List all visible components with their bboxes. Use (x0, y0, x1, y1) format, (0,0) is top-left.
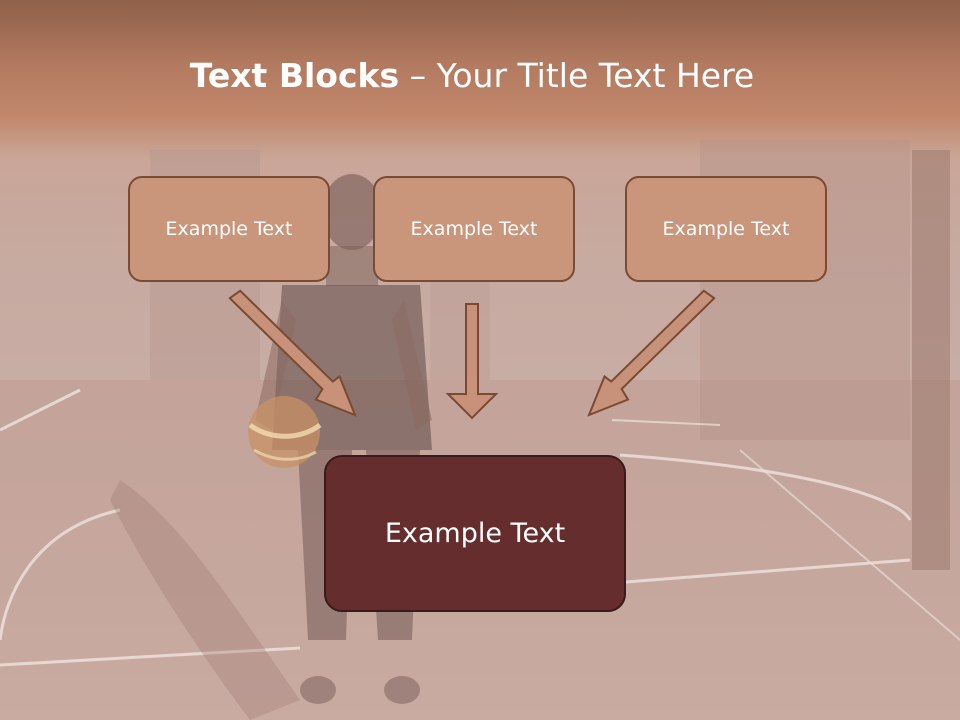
main-text-block[interactable]: Example Text (324, 455, 626, 612)
arrow-down-left-icon (587, 289, 716, 417)
main-text-block-label: Example Text (384, 518, 566, 549)
text-block-1-label: Example Text (165, 218, 293, 240)
text-block-2-label: Example Text (410, 218, 538, 240)
text-block-2[interactable]: Example Text (373, 176, 575, 282)
arrow-down-icon (445, 303, 499, 420)
arrow-down-right-icon (228, 289, 357, 417)
slide-title-rest: – Your Title Text Here (399, 56, 755, 95)
text-block-1[interactable]: Example Text (128, 176, 330, 282)
slide-title: Text Blocks – Your Title Text Here (0, 52, 944, 100)
text-block-3-label: Example Text (662, 218, 790, 240)
text-block-3[interactable]: Example Text (625, 176, 827, 282)
slide-title-bold: Text Blocks (189, 56, 400, 95)
